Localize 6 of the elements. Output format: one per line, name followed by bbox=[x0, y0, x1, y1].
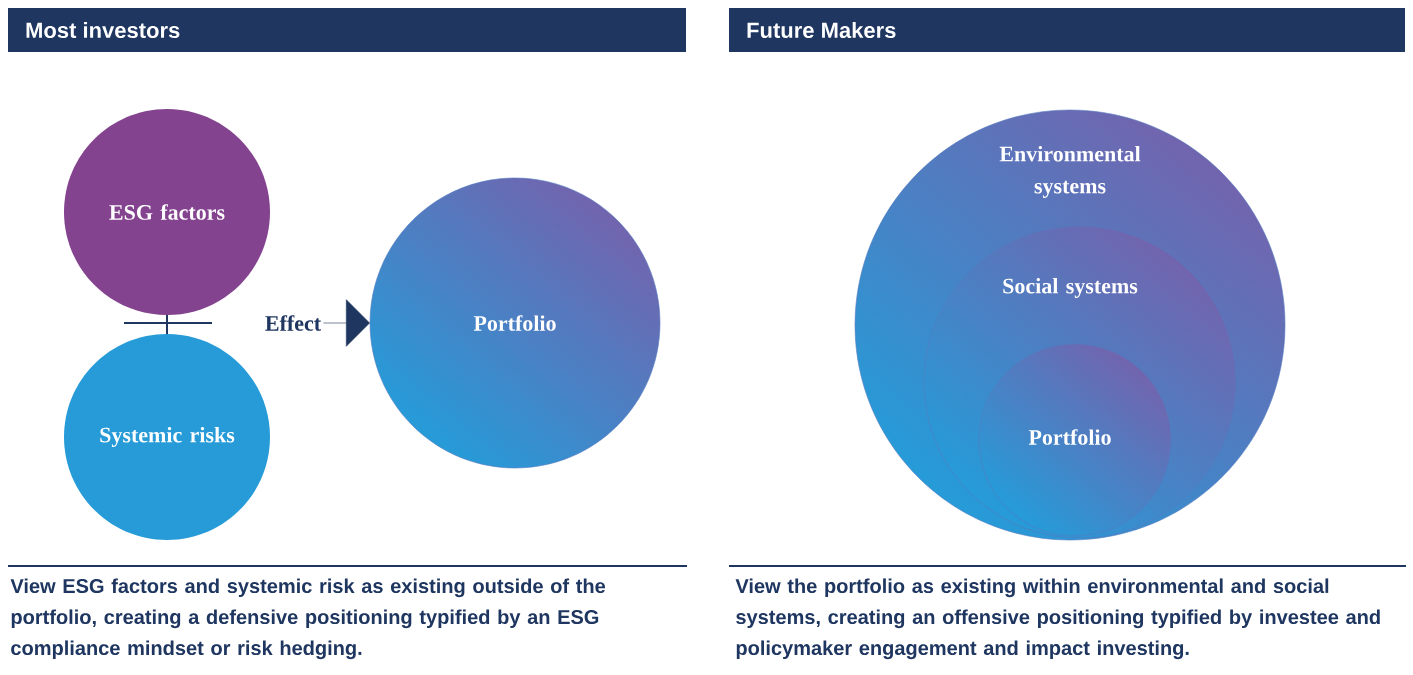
caption: View ESG factors and systemic risk as existing outside of the portfolio, creating a defensive positioning typified by an ESG compliance mindset or risk hedging. bbox=[10, 578, 606, 660]
header-band: Most investors bbox=[8, 8, 686, 52]
arrow bbox=[323, 299, 370, 347]
effect-label: Effect bbox=[265, 315, 321, 331]
caption: View the portfolio as existing within environmental and social systems, creating an offensive positioning typified by investee and policymaker engagement and impact investing. bbox=[735, 578, 1380, 660]
header-band: Future Makers bbox=[729, 8, 1405, 52]
